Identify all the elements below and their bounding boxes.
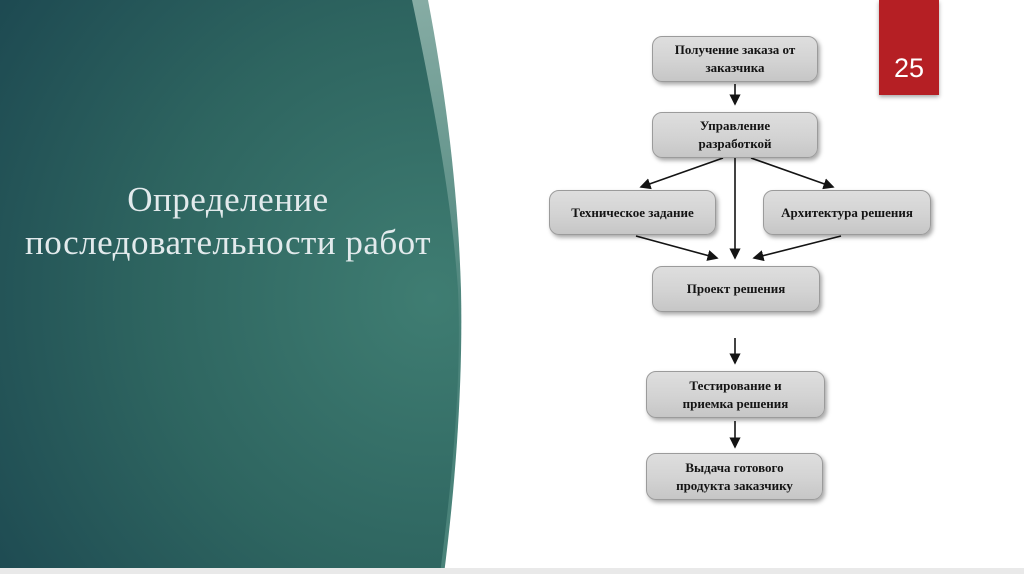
flow-node-spec: Техническое задание [549,190,716,235]
slide-title: Определение последовательности работ [24,180,432,263]
teal-panel-shape [0,0,459,574]
flow-node-design: Проект решения [652,266,820,312]
flow-node-architecture: Архитектура решения [763,190,931,235]
page-number-badge: 25 [879,0,939,95]
flow-node-management: Управление разработкой [652,112,818,158]
flow-node-testing: Тестирование и приемка решения [646,371,825,418]
bottom-strip [0,568,1024,574]
flow-node-delivery: Выдача готового продукта заказчику [646,453,823,500]
flow-node-order: Получение заказа от заказчика [652,36,818,82]
